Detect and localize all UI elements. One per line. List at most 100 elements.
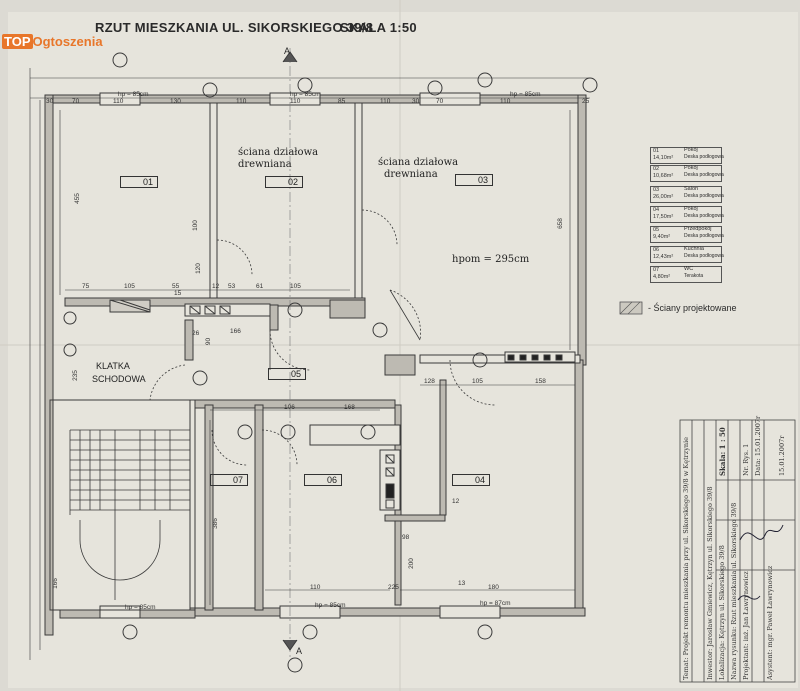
title-block-date-2: 15.01.2007r [778, 435, 786, 476]
window-label: hp = 85cm [125, 604, 156, 611]
dimension-label: 12 [212, 283, 220, 290]
dimension-label: 70 [72, 98, 80, 105]
window-label: hp = 85cm [118, 91, 149, 98]
dimension-label: 100 [191, 220, 199, 231]
dimension-label: 75 [82, 283, 90, 290]
room-tag-06: 06 [304, 474, 343, 486]
dimension-label: 110 [236, 98, 247, 105]
dimension-label: 110 [500, 98, 511, 105]
window-label: hp = 87cm [480, 600, 511, 607]
dimension-label: 168 [344, 404, 355, 411]
drawing-title: RZUT MIESZKANIA UL. SIKORSKIEGO 39/8 [95, 20, 374, 35]
window-label: hp = 85cm [290, 91, 321, 98]
dimension-label: 235 [71, 370, 79, 381]
dimension-label: 90 [205, 337, 213, 346]
room-tag-04: 04 [452, 474, 491, 486]
window-label: hp = 85cm [510, 91, 541, 98]
drawing-scale: SKALA 1:50 [340, 20, 417, 35]
dimension-label: 55 [172, 283, 180, 290]
dimension-label: 110 [290, 98, 301, 105]
dimension-label: 455 [73, 193, 81, 204]
room-tag-05: 05 [268, 368, 307, 380]
legend-floor: Deska podłogowa [684, 233, 724, 239]
dimension-label: 106 [284, 404, 295, 411]
dimension-label: 25 [582, 98, 590, 105]
room-tag-03: 03 [455, 174, 494, 186]
dimension-label: 110 [310, 584, 321, 591]
legend-room-name: WC [684, 266, 694, 272]
dimension-label: 110 [113, 98, 124, 105]
dimension-label: 386 [211, 518, 219, 529]
dimension-label: 128 [424, 378, 435, 385]
legend-room-name: Pokój [684, 147, 698, 153]
title-block-date: Data: 15.01.2007r [754, 415, 762, 476]
room-tag-01: 01 [120, 176, 159, 188]
title-block-scale: Skala: 1 : 50 [718, 427, 727, 476]
title-block-topic: Temat: Projekt remontu mieszkania przy u… [682, 437, 690, 680]
dimension-label: 13 [458, 580, 466, 587]
wall-note-line1: ściana działowa [378, 157, 459, 168]
section-marker-top: A [284, 46, 291, 56]
title-block-designer: Projektant: inż. Jan Ławrynowicz [742, 571, 750, 680]
room-height-note: hpom = 295cm [452, 254, 530, 265]
section-marker-bottom: A [296, 646, 303, 656]
dimension-label: 200 [407, 558, 415, 569]
stairwell-label-line2: SCHODOWA [92, 374, 146, 384]
legend-room-name: Pokój [684, 206, 698, 212]
dimension-label: 15 [174, 290, 182, 297]
dimension-label: 158 [535, 378, 546, 385]
dimension-label: 166 [51, 578, 59, 589]
legend-room-name: Pokój [684, 165, 698, 171]
room-tag-07: 07 [210, 474, 249, 486]
title-block-sheet-no: Nr. Rys. 1 [742, 443, 750, 476]
legend-floor: Deska podłogowa [684, 253, 724, 259]
legend-room-name: Kuchnia [684, 246, 704, 252]
dimension-label: 70 [436, 98, 444, 105]
dimension-label: 658 [556, 218, 564, 229]
title-block-drawing-name: Nazwa rysunku: Rzut mieszkania ul. Sikor… [730, 502, 738, 680]
legend-room-name: Przedpokój [684, 226, 712, 232]
stairwell-label-line1: KLATKA [96, 361, 130, 371]
dimension-label: 180 [488, 584, 499, 591]
legend-floor: Terakota [684, 273, 704, 279]
dimension-label: 120 [194, 263, 202, 274]
dimension-label: 166 [230, 328, 241, 335]
title-block-investor: Inwestor: Jarosław Gmiewicz, Kętrzyn ul.… [706, 486, 714, 680]
window-label: hp = 85cm [315, 602, 346, 609]
legend-floor: Deska podłogowa [684, 193, 724, 199]
dimension-label: 53 [228, 283, 236, 290]
dimension-label: 105 [124, 283, 135, 290]
legend-floor: Deska podłogowa [684, 154, 724, 160]
wall-note-line2: drewniana [238, 159, 292, 170]
dimension-label: 12 [452, 498, 460, 505]
room-tag-02: 02 [265, 176, 304, 188]
dimension-label: 105 [290, 283, 301, 290]
dimension-label: 61 [256, 283, 264, 290]
dimension-label: 26 [192, 330, 200, 337]
dimension-label: 85 [338, 98, 346, 105]
dimension-label: 130 [170, 98, 181, 105]
dimension-label: 98 [402, 534, 410, 541]
dimension-label: 225 [388, 584, 399, 591]
legend-floor: Deska podłogowa [684, 172, 724, 178]
legend-floor: Deska podłogowa [684, 213, 724, 219]
title-block-location: Lokalizacja: Kętrzyn ul. Sikorskiego 39/… [718, 545, 726, 680]
legend-walls-label: - Ściany projektowane [648, 303, 737, 313]
dimension-label: 105 [472, 378, 483, 385]
dimension-label: 30 [46, 98, 54, 105]
dimension-label: 30 [412, 98, 420, 105]
wall-note-line2: drewniana [384, 169, 438, 180]
wall-note-line1: ściana działowa [238, 147, 319, 158]
title-block-assistant: Asystent: mgr. Paweł Ławrynowicz [766, 565, 774, 680]
dimension-label: 110 [380, 98, 391, 105]
